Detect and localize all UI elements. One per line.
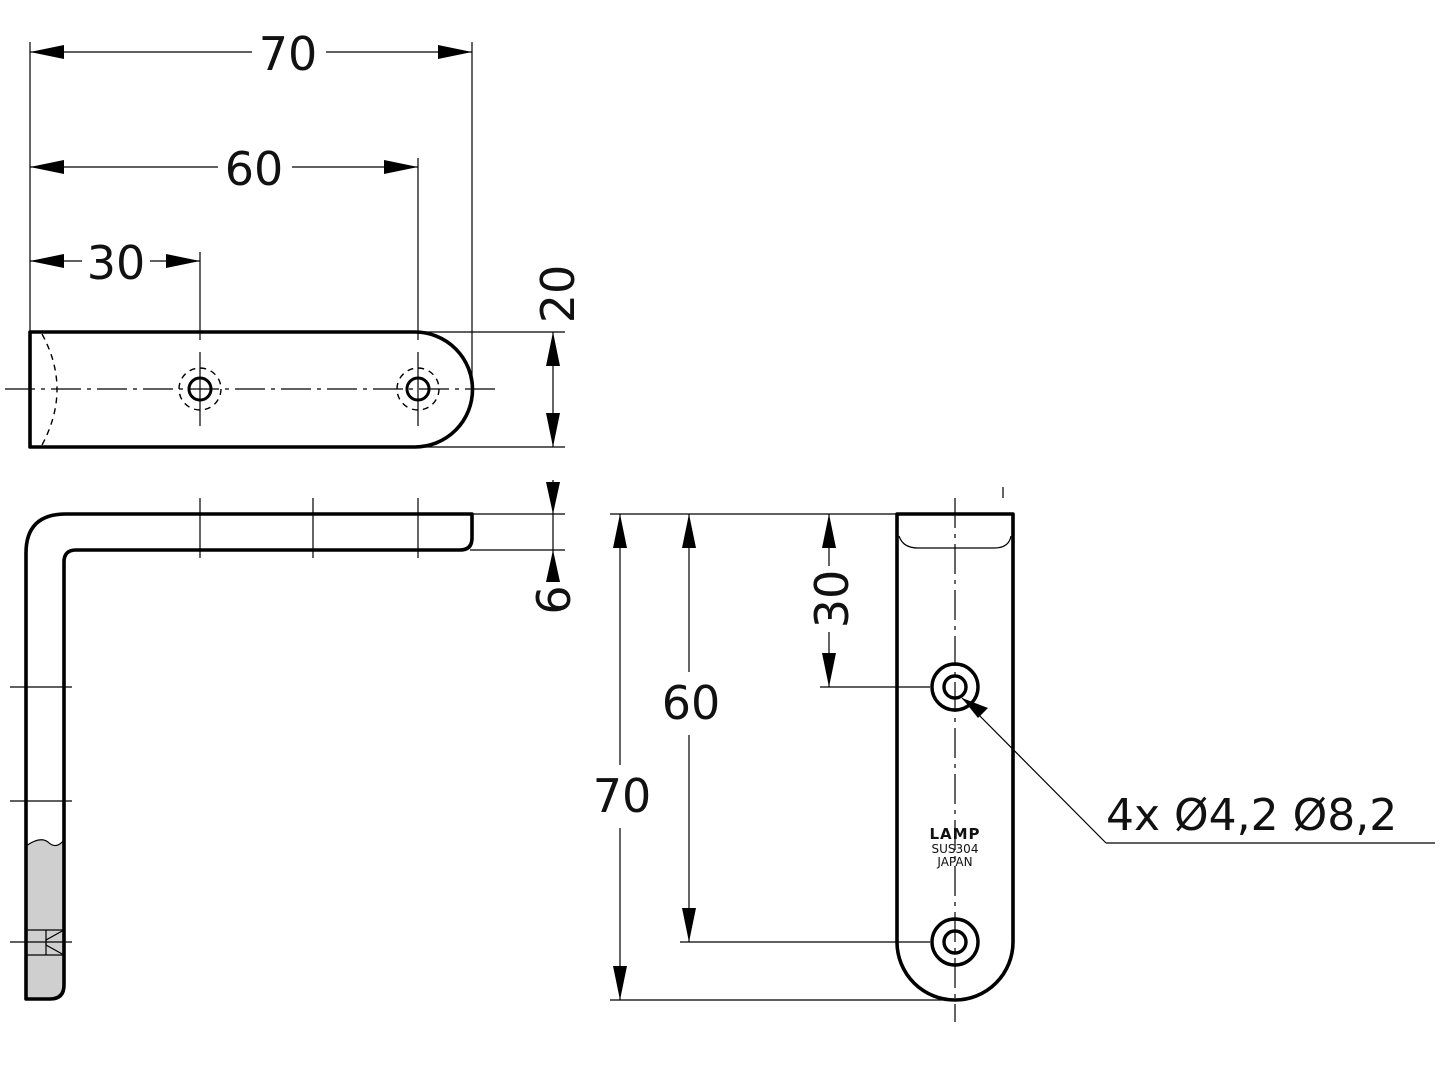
dimension-overall-length: 70 (30, 27, 472, 81)
dim-70-top: 70 (259, 27, 318, 81)
dimension-hole2-distance: 60 (30, 142, 418, 196)
front-leg-outline (895, 512, 1015, 1002)
dim-70-front: 70 (593, 769, 652, 823)
side-section-hatch (26, 839, 64, 999)
dim-30-front: 30 (805, 570, 859, 629)
front-hole-1 (930, 662, 980, 712)
dimension-overall-height: 70 (593, 514, 652, 1000)
front-view: 70 60 30 (593, 487, 1435, 1022)
dim-20: 20 (531, 265, 585, 324)
dimension-hole-spacing: 60 (662, 514, 721, 942)
hole-callout: 4x Ø4,2 Ø8,2 (961, 697, 1435, 844)
hole-callout-text: 4x Ø4,2 Ø8,2 (1106, 790, 1397, 841)
stamp-origin: JAPAN (936, 855, 972, 869)
top-view: 70 60 30 20 (5, 27, 585, 449)
dim-6: 6 (527, 585, 581, 614)
dim-30-top: 30 (87, 236, 146, 290)
side-l-outline (24, 512, 474, 1001)
dimension-hole-from-top: 30 (805, 514, 859, 687)
dim-60-top: 60 (225, 142, 284, 196)
top-plate-outline (28, 330, 475, 449)
stamp-marking: LAMP SUS304 JAPAN (929, 825, 980, 869)
top-hole-2 (396, 367, 440, 411)
dim-60-front: 60 (662, 676, 721, 730)
dimension-width: 20 (531, 265, 585, 447)
dimension-thickness: 6 (470, 480, 581, 615)
top-hole-1 (178, 367, 222, 411)
dimension-hole1-distance: 30 (30, 236, 200, 290)
front-hole-2 (930, 917, 980, 967)
stamp-material: SUS304 (932, 842, 979, 856)
side-view: 6 (10, 480, 581, 1001)
stamp-brand: LAMP (929, 825, 980, 843)
